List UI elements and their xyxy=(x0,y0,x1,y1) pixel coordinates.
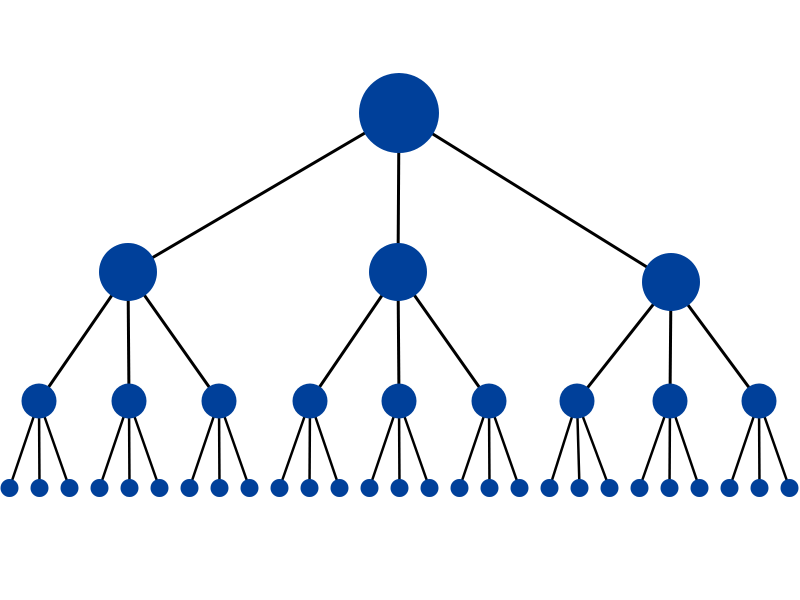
leaf-node xyxy=(300,479,319,497)
leaf-node xyxy=(540,479,559,497)
leaf-node xyxy=(150,479,169,497)
leaf-node xyxy=(570,479,589,497)
leaf-node xyxy=(450,479,469,497)
root-node xyxy=(359,73,439,153)
leaf-node xyxy=(660,479,679,497)
level-2-node xyxy=(111,383,147,419)
leaf-node xyxy=(240,479,259,497)
leaf-node xyxy=(780,479,799,497)
leaf-node xyxy=(60,479,79,497)
leaf-node xyxy=(270,479,289,497)
leaf-node xyxy=(480,479,499,497)
leaf-node xyxy=(630,479,649,497)
leaf-node xyxy=(330,479,349,497)
leaf-node xyxy=(30,479,49,497)
level-2-node xyxy=(741,383,777,419)
leaf-node xyxy=(720,479,739,497)
leaf-node xyxy=(420,479,439,497)
leaf-node xyxy=(510,479,529,497)
leaf-node xyxy=(600,479,619,497)
level-1-node xyxy=(99,243,157,301)
leaf-node xyxy=(90,479,109,497)
level-2-node xyxy=(21,383,57,419)
leaf-node xyxy=(750,479,769,497)
leaf-node xyxy=(180,479,199,497)
level-2-node xyxy=(559,383,595,419)
leaf-node xyxy=(0,479,19,497)
leaf-node xyxy=(210,479,229,497)
level-1-node xyxy=(369,243,427,301)
leaf-node xyxy=(690,479,709,497)
level-2-node xyxy=(471,383,507,419)
level-1-node xyxy=(642,253,700,311)
leaf-node xyxy=(120,479,139,497)
tree-nodes xyxy=(0,73,799,497)
tree-edge xyxy=(398,111,672,284)
level-2-node xyxy=(292,383,328,419)
level-2-node xyxy=(201,383,237,419)
leaf-node xyxy=(390,479,409,497)
level-2-node xyxy=(652,383,688,419)
level-2-node xyxy=(381,383,417,419)
leaf-node xyxy=(360,479,379,497)
tree-edge xyxy=(127,111,400,274)
